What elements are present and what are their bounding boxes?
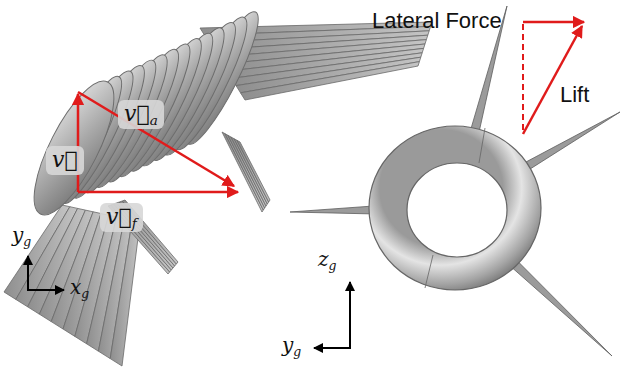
force-label: Lateral Force	[372, 8, 502, 33]
flapping-body	[4, 5, 432, 366]
rear-fin-feather	[231, 137, 267, 206]
rear-fin-feather	[222, 132, 263, 212]
axis-label: yg	[12, 224, 31, 247]
axis-label: yg	[282, 334, 301, 357]
axis-label: xg	[70, 276, 89, 299]
torus-seam	[479, 128, 485, 163]
lower-wing-feather	[110, 220, 140, 366]
upper-wing-feather	[241, 62, 420, 100]
vector-label: v⃗	[46, 146, 84, 175]
force-label: Lift	[560, 82, 589, 107]
axis-label: zg	[318, 248, 336, 271]
rear-fin-feather	[225, 134, 265, 210]
upper-wing-feather	[236, 57, 421, 93]
velocity-vectors	[78, 92, 238, 192]
vector-label: v⃗f	[100, 203, 143, 232]
ring-wing-front-view	[290, 6, 620, 356]
torus-hole	[407, 163, 507, 257]
rear-fin-feather	[237, 140, 270, 202]
body-ring	[19, 71, 129, 225]
vector-label: v⃗a	[118, 100, 164, 129]
torus-outer	[369, 126, 541, 290]
rear-fin-feather	[228, 135, 266, 208]
axis-arrows	[27, 256, 351, 348]
rear-fin-feather	[234, 139, 269, 204]
torus-seam	[425, 255, 433, 288]
force-vectors	[523, 22, 584, 134]
